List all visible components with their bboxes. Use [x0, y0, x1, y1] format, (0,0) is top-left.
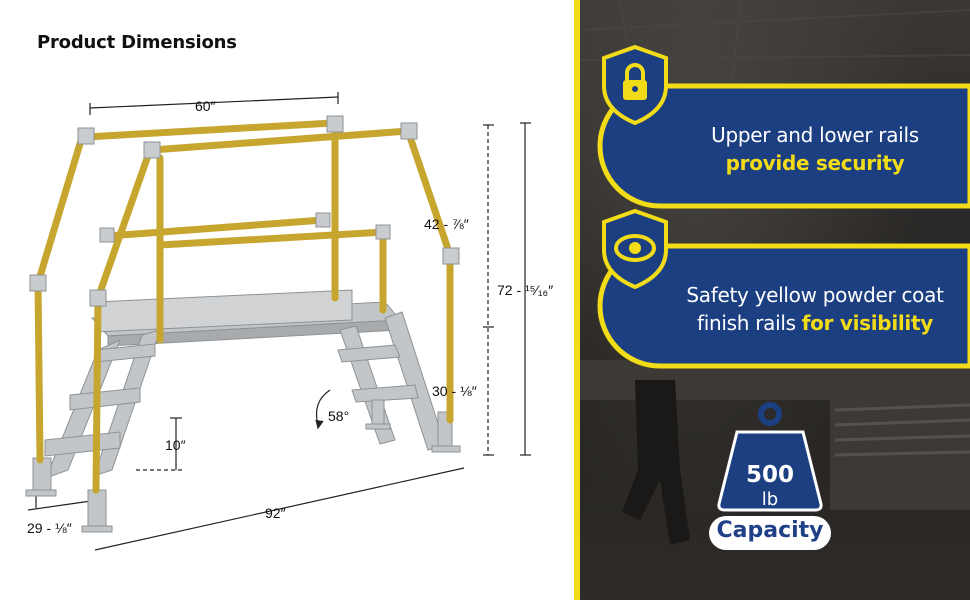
- dimension-upper-rail-height: 42 - ⅞″: [424, 216, 469, 232]
- lock-icon: [602, 44, 668, 126]
- dimension-total-height: 72 - ¹⁵⁄₁₆″: [497, 282, 554, 298]
- yellow-divider: [574, 0, 580, 600]
- dimension-overall-length: 92″: [265, 505, 286, 521]
- feature-text-highlight: for visibility: [801, 311, 934, 335]
- capacity-value: 500: [745, 462, 794, 488]
- crossover-platform-diagram: [25, 92, 531, 551]
- product-dimensions-panel: Product Dimensions: [25, 32, 554, 551]
- features-panel: Upper and lower rails provide security S…: [580, 0, 970, 600]
- weight-capacity-icon: [709, 402, 831, 550]
- page-title: Product Dimensions: [37, 32, 237, 53]
- feature-banner-security: Upper and lower rails provide security: [580, 82, 970, 210]
- feature-text-line2: finish rails: [697, 311, 802, 335]
- feature-text-line1: Safety yellow powder coat: [686, 283, 944, 307]
- capacity-label: Capacity: [716, 518, 824, 543]
- feature-banner-visibility: Safety yellow powder coat finish rails f…: [580, 242, 970, 370]
- dimension-angle: 58°: [328, 408, 350, 424]
- feature-text-line1: Upper and lower rails: [711, 123, 919, 147]
- eye-icon: [602, 208, 668, 290]
- dimension-width-top: 60″: [195, 98, 216, 114]
- dimension-lower-height: 30 - ⅛″: [432, 383, 477, 399]
- feature-text-highlight: provide security: [725, 151, 905, 175]
- dimension-step-rise: 10″: [165, 437, 186, 453]
- capacity-unit: lb: [761, 489, 779, 510]
- dimension-base-width: 29 - ⅛″: [27, 520, 72, 536]
